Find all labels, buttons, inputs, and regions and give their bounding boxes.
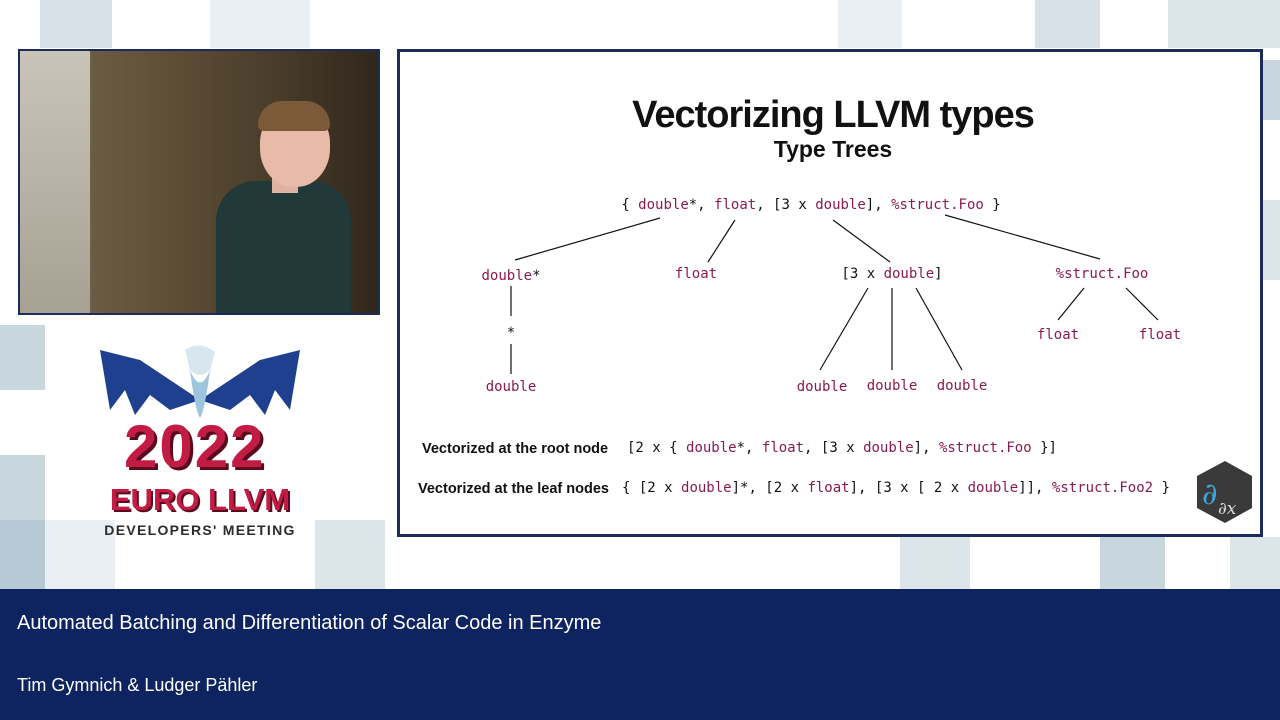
dragon-icon: [100, 345, 300, 418]
code-token: double: [481, 268, 532, 284]
code-token: double: [863, 440, 914, 456]
slide-title: Vectorizing LLVM types: [632, 94, 1034, 136]
code-token: ],: [914, 440, 939, 456]
leaf-vec-code: { [2 x double]*, [2 x float], [3 x [ 2 x…: [622, 480, 1170, 496]
slide-subtitle: Type Trees: [774, 136, 892, 162]
svg-text:∂x: ∂x: [1218, 499, 1237, 519]
code-token: }]: [1032, 440, 1057, 456]
code-token: *,: [737, 440, 762, 456]
code-token: double: [815, 197, 866, 213]
node-double-leaf: double: [486, 379, 537, 395]
tree-edges: [510, 214, 1159, 374]
speaker-video: [18, 49, 380, 315]
slide: Vectorizing LLVM types Type Trees { doub…: [397, 49, 1263, 537]
code-token: double: [686, 440, 737, 456]
code-token: *,: [689, 197, 714, 213]
node-array-leaf-1: double: [797, 379, 848, 395]
code-token: ]*, [2 x: [732, 480, 808, 496]
code-token: , [3 x: [756, 197, 815, 213]
code-token: %struct.Foo: [1056, 266, 1149, 282]
code-token: ]],: [1018, 480, 1052, 496]
partial-derivative-hexagon-icon: ∂ ∂x: [1197, 461, 1252, 523]
video-wall: [20, 51, 90, 313]
logo-name: EURO LLVM: [109, 482, 291, 517]
code-token: ],: [866, 197, 891, 213]
code-token: {: [621, 197, 638, 213]
code-token: { [2 x: [622, 480, 681, 496]
code-token: double: [681, 480, 732, 496]
code-token: , [3 x: [804, 440, 863, 456]
code-token: double: [638, 197, 689, 213]
node-struct: %struct.Foo: [1056, 266, 1149, 282]
root-vec-code: [2 x { double*, float, [3 x double], %st…: [627, 440, 1057, 456]
code-token: ], [3 x [ 2 x: [850, 480, 968, 496]
node-float: float: [675, 266, 717, 282]
node-array-leaf-2: double: [867, 378, 918, 394]
code-token: float: [714, 197, 756, 213]
node-struct-leaf-2: float: [1139, 327, 1181, 343]
logo-tagline: DEVELOPERS' MEETING: [104, 522, 296, 538]
logo-year: 2022: [124, 413, 266, 480]
code-token: float: [762, 440, 804, 456]
code-token: *: [507, 325, 515, 341]
slide-canvas: Vectorizing LLVM types Type Trees { doub…: [418, 94, 1252, 523]
conference-logo: 2022 EURO LLVM DEVELOPERS' MEETING: [80, 340, 320, 540]
code-token: }: [1153, 480, 1170, 496]
talk-title: Automated Batching and Differentiation o…: [17, 612, 602, 634]
code-token: double: [867, 378, 918, 394]
code-token: %struct.Foo: [891, 197, 984, 213]
code-token: double: [797, 379, 848, 395]
svg-text:∂: ∂: [1202, 477, 1218, 512]
speaker-hair: [258, 101, 330, 131]
code-token: [2 x {: [627, 440, 686, 456]
code-token: [3 x: [841, 266, 883, 282]
talk-authors: Tim Gymnich & Ludger Pähler: [17, 675, 258, 695]
code-token: double: [937, 378, 988, 394]
code-token: double: [486, 379, 537, 395]
root-vec-label: Vectorized at the root node: [422, 441, 608, 457]
node-array: [3 x double]: [841, 266, 942, 282]
node-array-leaf-3: double: [937, 378, 988, 394]
node-struct-leaf-1: float: [1037, 327, 1079, 343]
root-type: { double*, float, [3 x double], %struct.…: [621, 197, 1000, 213]
code-token: double: [968, 480, 1019, 496]
background-pattern: [0, 0, 1280, 589]
code-token: %struct.Foo2: [1052, 480, 1153, 496]
node-double-ptr: double*: [481, 268, 540, 284]
code-token: float: [807, 480, 849, 496]
code-token: *: [532, 268, 540, 284]
code-token: float: [1139, 327, 1181, 343]
code-token: ]: [934, 266, 942, 282]
speaker-body: [216, 181, 351, 313]
code-token: double: [884, 266, 935, 282]
lower-third-bar: [0, 589, 1280, 720]
leaf-vec-label: Vectorized at the leaf nodes: [418, 481, 609, 497]
code-token: }: [984, 197, 1001, 213]
code-token: %struct.Foo: [939, 440, 1032, 456]
code-token: float: [675, 266, 717, 282]
node-deref: *: [507, 325, 515, 341]
code-token: float: [1037, 327, 1079, 343]
